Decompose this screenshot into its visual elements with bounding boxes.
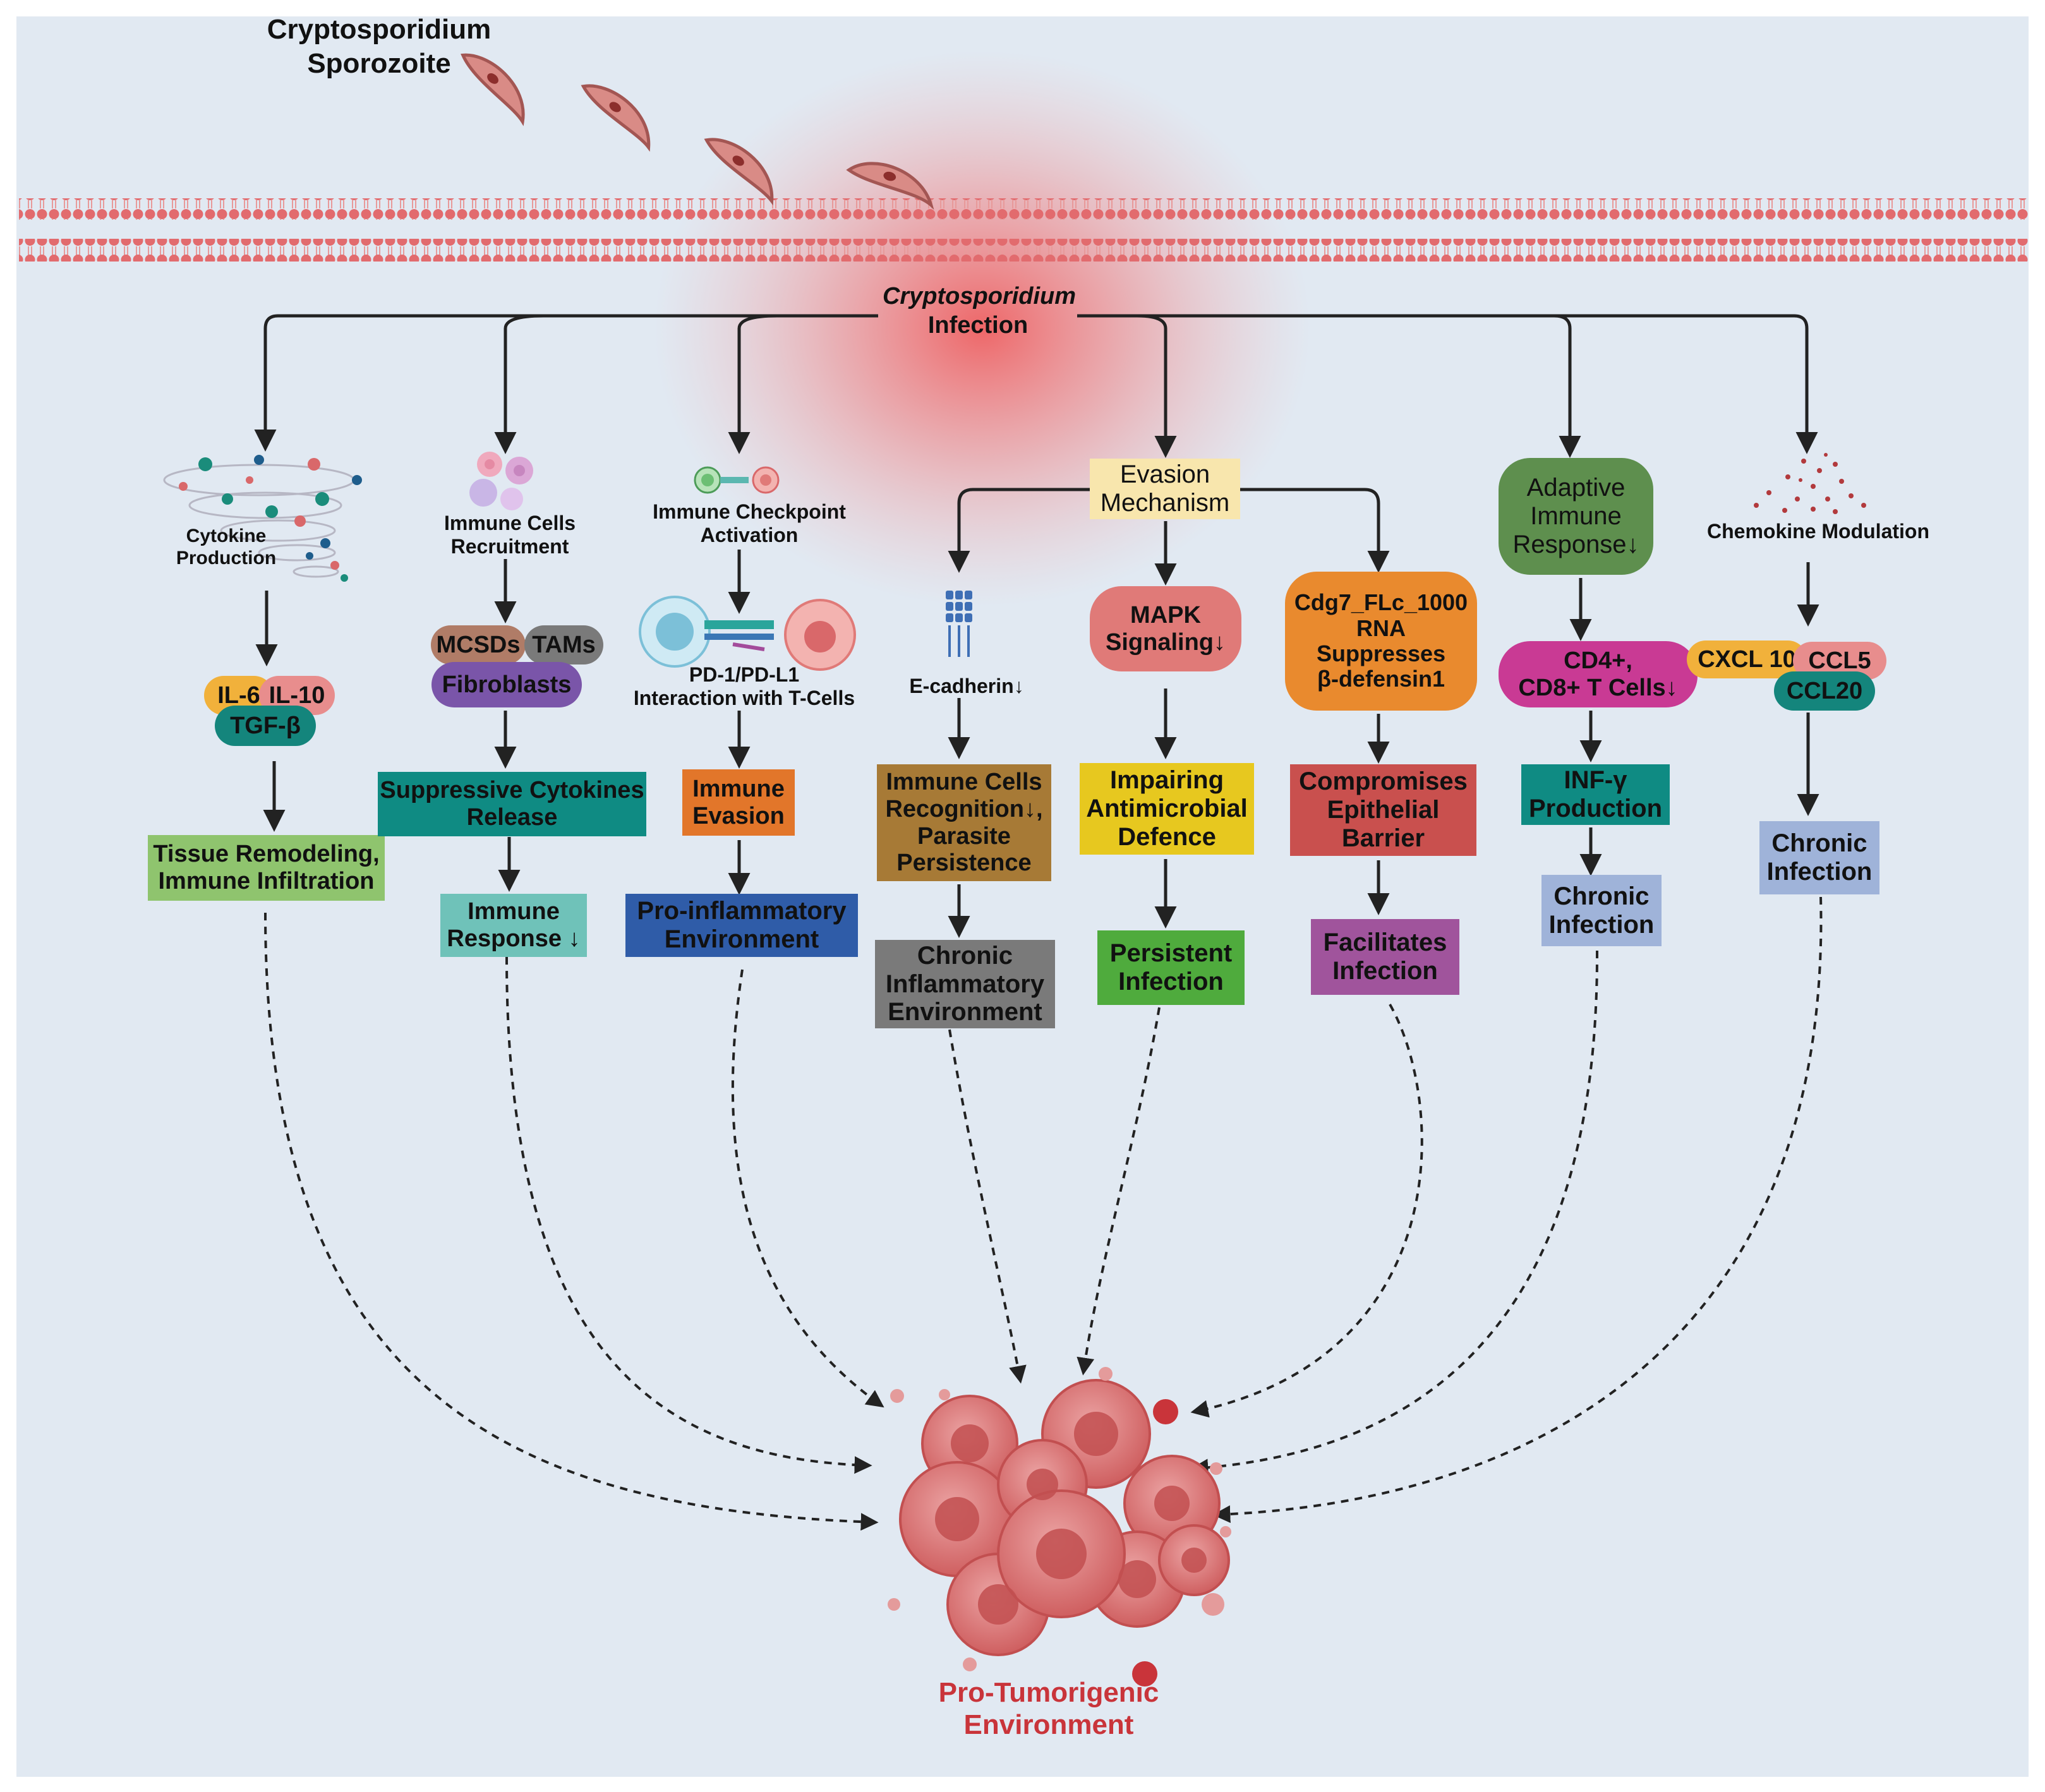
chronic-infection-box-1: Chronic Infection [1541,875,1662,946]
solid-connectors [254,314,1819,938]
organism-label-line2: Sporozoite [307,48,451,79]
connector-trunk-right [1077,314,1818,454]
tgfb-pill: TGF-β [215,706,316,746]
pro-inflammatory-box: Pro-inflammatory Environment [625,894,858,957]
immune-cells-icon [469,452,533,510]
cytokine-tornado-icon [163,455,362,582]
evasion-mechanism-box: Evasion Mechanism [1090,459,1240,519]
sporozoite-2 [581,84,651,152]
checkpoint-icon [694,466,780,494]
infection-label: Infection [927,312,1029,339]
inf-gamma-box: INF-γ Production [1521,764,1670,825]
immune-recognition-box: Immune Cells Recognition↓, Parasite Pers… [877,764,1051,881]
e-cadherin-label: E-cadherin↓ [909,675,1024,697]
mcsds-pill: MCSDs [431,625,526,664]
chronic-infection-box-2: Chronic Infection [1759,821,1879,894]
organism-label-line1: Cryptosporidium [267,14,492,45]
cell-membrane [19,198,2028,262]
connector-evasion-left [948,488,1090,573]
ccl20-pill: CCL20 [1774,671,1875,711]
facilitates-infection-box: Facilitates Infection [1311,919,1459,995]
compromises-barrier-box: Compromises Epithelial Barrier [1290,764,1476,856]
fibroblasts-pill: Fibroblasts [431,662,582,707]
cytokine-production-label: Cytokine Production [176,526,277,568]
sporozoites [461,53,934,210]
connector-evasion-right [1240,488,1390,573]
immune-evasion-box: Immune Evasion [682,769,795,836]
cdg7-rna-node: Cdg7_FLc_1000 RNA Suppresses β-defensin1 [1285,572,1477,711]
cd4-cd8-node: CD4+, CD8+ T Cells↓ [1499,641,1698,707]
impairing-defence-box: Impairing Antimicrobial Defence [1080,763,1254,855]
tissue-remodeling-box: Tissue Remodeling, Immune Infiltration [148,835,385,901]
immune-checkpoint-label: Immune Checkpoint Activation [653,500,846,546]
infection-italic-label: Cryptosporidium [882,283,1077,310]
dashed-connectors [264,896,1823,1531]
sporozoite-1 [461,53,525,126]
chemokine-modulation-label: Chemokine Modulation [1707,520,1929,543]
pd1-interaction-label: PD-1/PD-L1 Interaction with T-Cells [633,663,855,709]
pd1-interaction-icon [639,596,856,671]
connector-adaptive [1553,314,1581,458]
e-cadherin-icon [946,591,972,657]
chronic-inflammatory-box: Chronic Inflammatory Environment [875,940,1055,1028]
connector-evasion [1137,314,1177,458]
immune-cells-recruitment-label: Immune Cells Recruitment [443,512,576,558]
connector-branch2 [494,314,544,454]
sporozoite-4 [846,162,934,210]
persistent-infection-box: Persistent Infection [1097,930,1245,1005]
suppressive-cytokines-box: Suppressive Cytokines Release [378,772,646,836]
pro-tumorigenic-label: Pro-Tumorigenic Environment [938,1677,1159,1740]
chemokine-dots-icon [1754,453,1866,514]
adaptive-immune-node: Adaptive Immune Response↓ [1499,458,1653,575]
immune-response-box: Immune Response ↓ [440,894,587,957]
sporozoite-3 [704,138,774,206]
mapk-signaling-node: MAPK Signaling↓ [1090,586,1241,671]
tams-pill: TAMs [524,625,603,664]
connector-branch3 [728,314,778,454]
connector-trunk-left [254,314,878,452]
tumor-cluster-icon [888,1367,1231,1687]
